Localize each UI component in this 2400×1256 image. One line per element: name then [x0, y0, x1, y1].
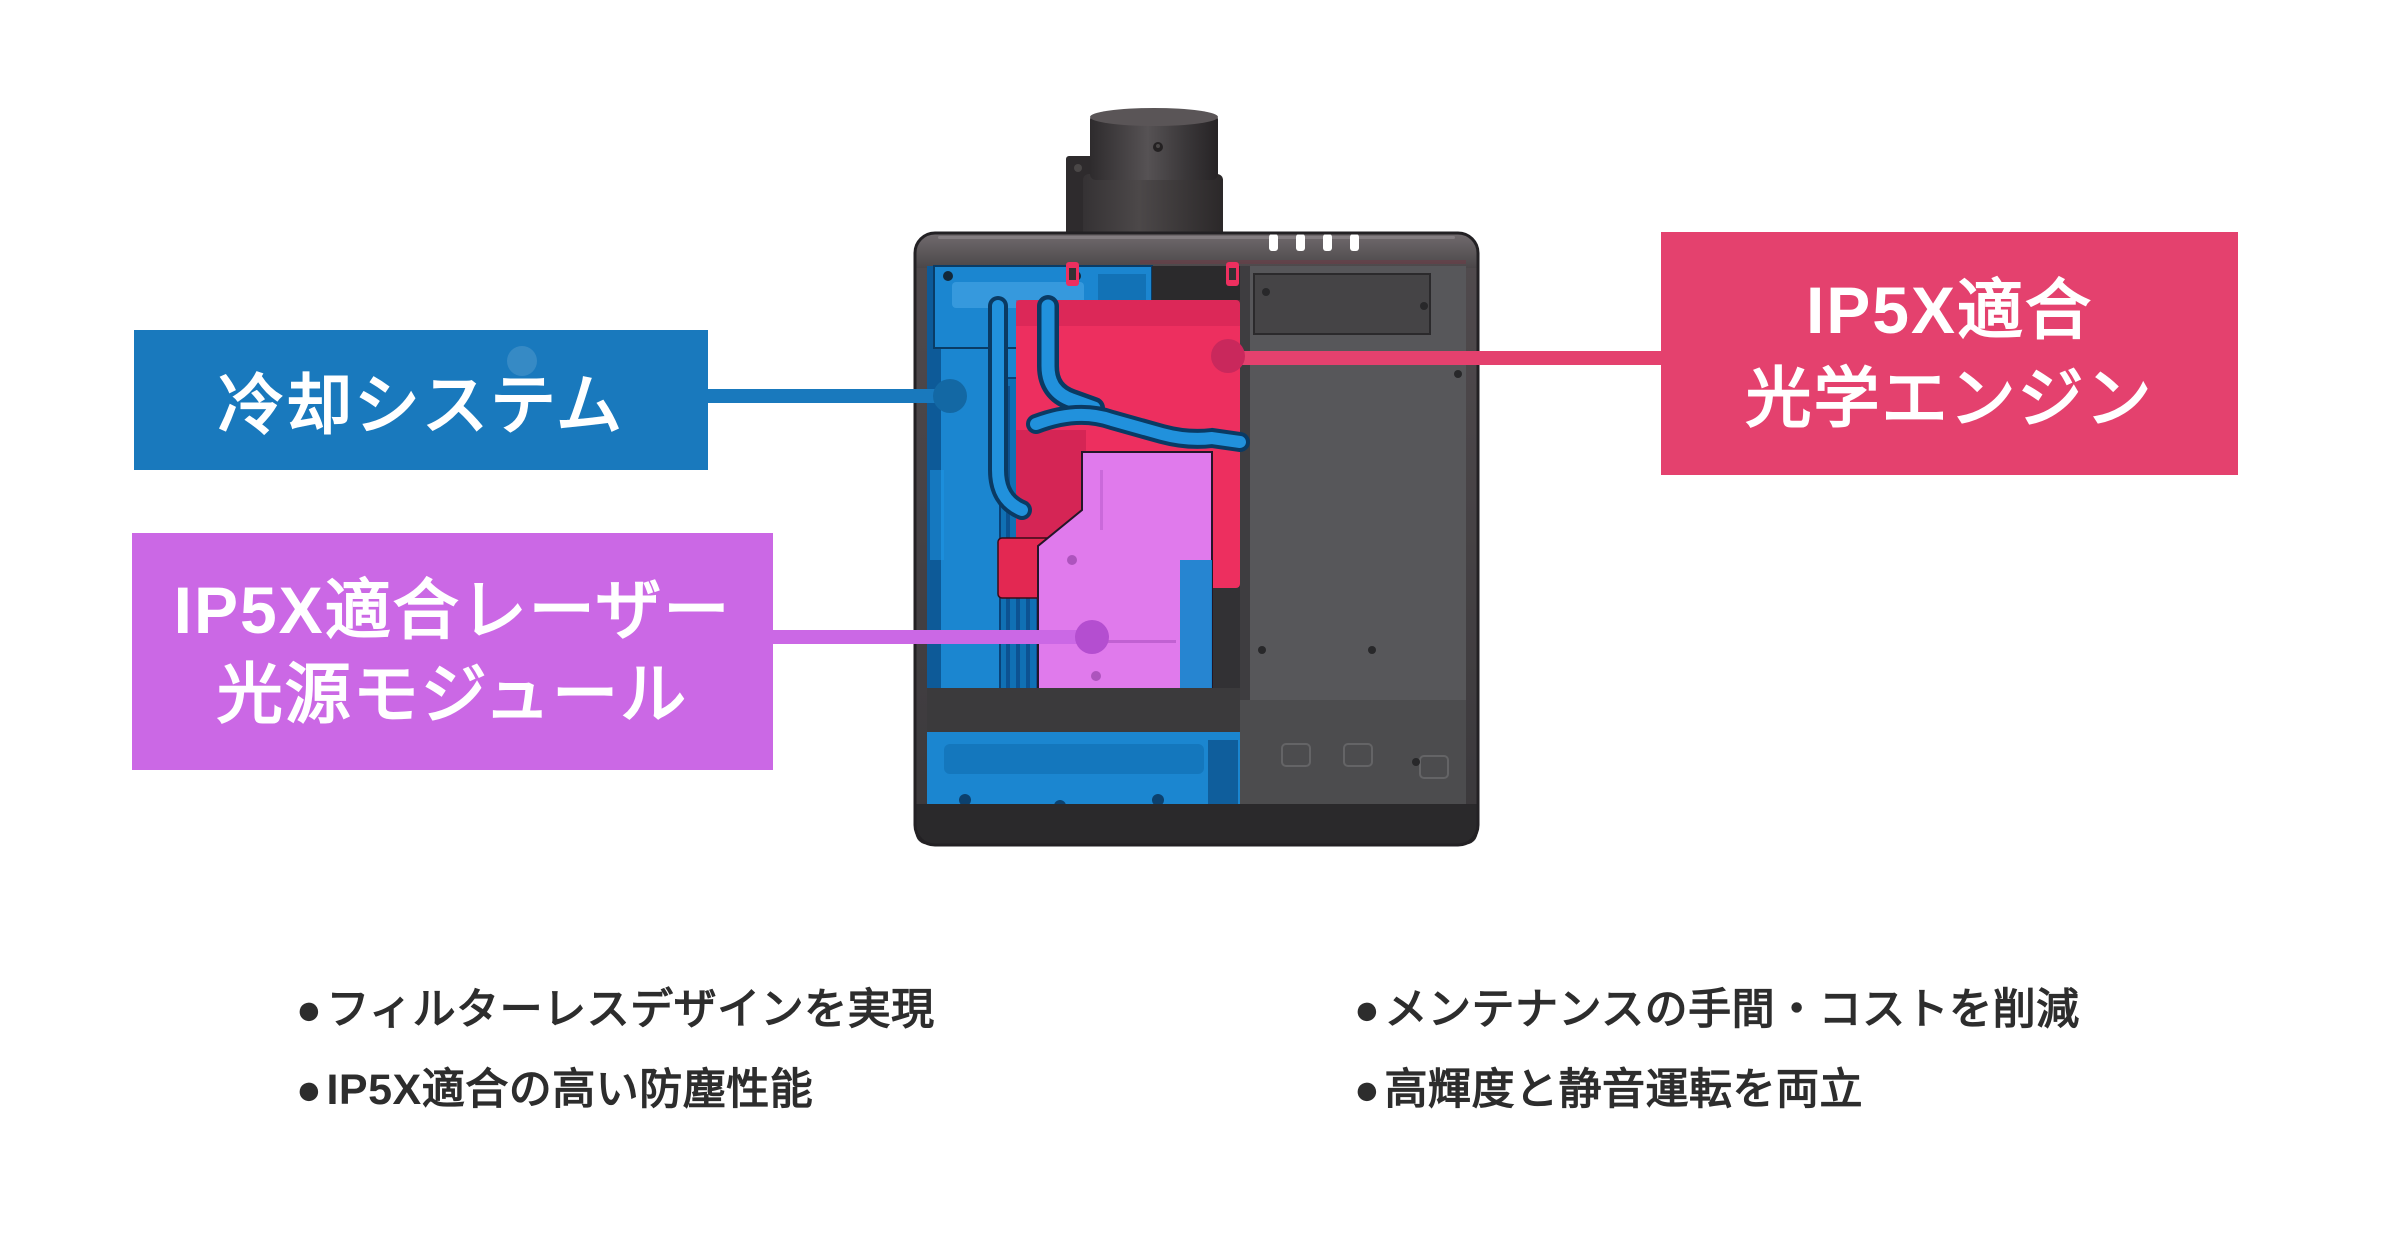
cooling-leader-dot: [933, 379, 967, 413]
decorative-dot: [507, 346, 537, 376]
callout-laser-label-line2: 光源モジュール: [216, 656, 689, 731]
callout-optical-label-line2: 光学エンジン: [1745, 360, 2154, 435]
leader-line-cooling: [700, 379, 967, 413]
leader-line-laser: [770, 620, 1109, 654]
right-compartment: [1240, 266, 1466, 820]
leader-line-optical: [1211, 339, 1664, 373]
feature-item-filterless: ●フィルターレスデザインを実現: [296, 985, 935, 1035]
optical-leader-dot: [1211, 339, 1245, 373]
feature-item-maintenance: ●メンテナンスの手間・コストを削減: [1354, 985, 2080, 1035]
lens-assembly: [1066, 108, 1223, 238]
projector-cutaway-illustration: [700, 108, 1664, 847]
projector-body: [913, 231, 1480, 847]
callout-cooling-system: 冷却システム: [134, 330, 708, 470]
coolant-pipes: [988, 295, 1250, 520]
bullet-icon: ●: [296, 1066, 323, 1114]
laser-module-zone: [1037, 451, 1213, 749]
bullet-icon: ●: [296, 986, 323, 1034]
feature-item-dustproof: ●IP5X適合の高い防塵性能: [296, 1065, 813, 1115]
callout-cooling-label: 冷却システム: [217, 368, 625, 442]
top-vents: [1269, 234, 1359, 251]
bullet-icon: ●: [1354, 986, 1381, 1034]
callout-optical-label-line1: IP5X適合: [1805, 272, 2094, 347]
laser-leader-dot: [1075, 620, 1109, 654]
callout-optical-engine: IP5X適合 光学エンジン: [1661, 232, 2238, 475]
callout-laser-module: IP5X適合レーザー 光源モジュール: [132, 533, 773, 770]
callout-laser-label-line1: IP5X適合レーザー: [173, 572, 732, 647]
bullet-icon: ●: [1354, 1066, 1381, 1114]
feature-text: メンテナンスの手間・コストを削減: [1384, 986, 2080, 1034]
feature-text: 高輝度と静音運転を両立: [1384, 1066, 1863, 1114]
feature-item-brightness-quiet: ●高輝度と静音運転を両立: [1354, 1065, 1863, 1115]
feature-text: フィルターレスデザインを実現: [326, 986, 935, 1034]
bottom-cooling-duct: [927, 688, 1240, 820]
feature-text: IP5X適合の高い防塵性能: [326, 1066, 814, 1114]
